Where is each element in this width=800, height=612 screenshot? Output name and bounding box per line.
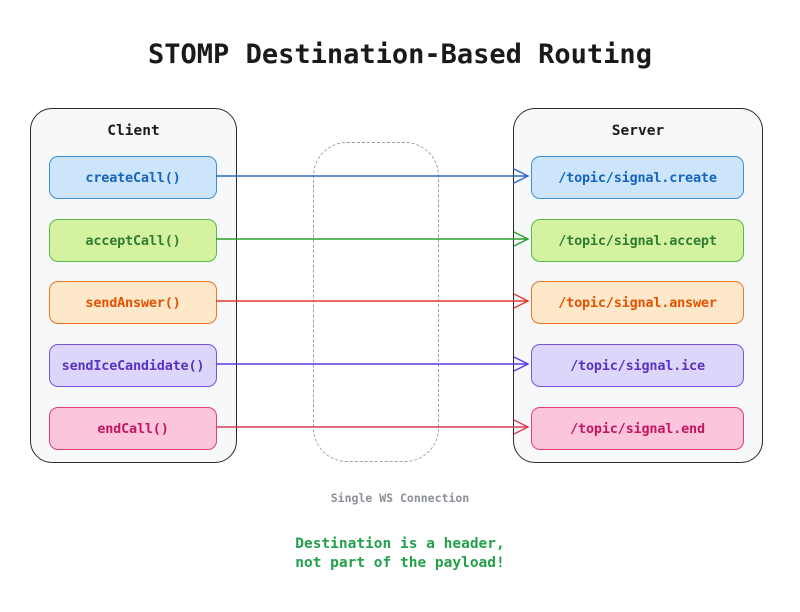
- client-node-label: acceptCall(): [85, 232, 181, 249]
- server-topic-signal-create[interactable]: /topic/signal.create: [531, 156, 744, 199]
- client-node-end-call[interactable]: endCall(): [49, 407, 217, 450]
- websocket-channel-outline: [313, 142, 439, 462]
- server-panel-title: Server: [611, 123, 665, 139]
- client-node-label: createCall(): [85, 169, 181, 186]
- client-node-label: endCall(): [97, 420, 169, 437]
- server-node-label: /topic/signal.answer: [558, 294, 717, 311]
- destination-header-note: Destination is a header, not part of the…: [0, 535, 800, 573]
- server-node-label: /topic/signal.accept: [558, 232, 717, 249]
- client-node-label: sendAnswer(): [85, 294, 181, 311]
- client-panel-title: Client: [107, 123, 160, 139]
- server-panel: Server /topic/signal.create /topic/signa…: [513, 108, 763, 463]
- server-topic-signal-answer[interactable]: /topic/signal.answer: [531, 281, 744, 324]
- page-title: STOMP Destination-Based Routing: [148, 39, 652, 70]
- note-line-2: not part of the payload!: [295, 555, 505, 571]
- note-line-1: Destination is a header,: [295, 536, 505, 552]
- client-node-send-ice-candidate[interactable]: sendIceCandidate(): [49, 344, 217, 387]
- server-node-label: /topic/signal.ice: [570, 357, 705, 374]
- server-topic-signal-end[interactable]: /topic/signal.end: [531, 407, 744, 450]
- server-topic-signal-accept[interactable]: /topic/signal.accept: [531, 219, 744, 262]
- client-node-send-answer[interactable]: sendAnswer(): [49, 281, 217, 324]
- ws-connection-caption: Single WS Connection: [330, 491, 470, 505]
- server-node-label: /topic/signal.create: [558, 169, 717, 186]
- client-node-accept-call[interactable]: acceptCall(): [49, 219, 217, 262]
- server-node-label: /topic/signal.end: [570, 420, 705, 437]
- server-topic-signal-ice[interactable]: /topic/signal.ice: [531, 344, 744, 387]
- client-node-create-call[interactable]: createCall(): [49, 156, 217, 199]
- client-node-label: sendIceCandidate(): [61, 357, 205, 374]
- client-panel: Client createCall() acceptCall() sendAns…: [30, 108, 237, 463]
